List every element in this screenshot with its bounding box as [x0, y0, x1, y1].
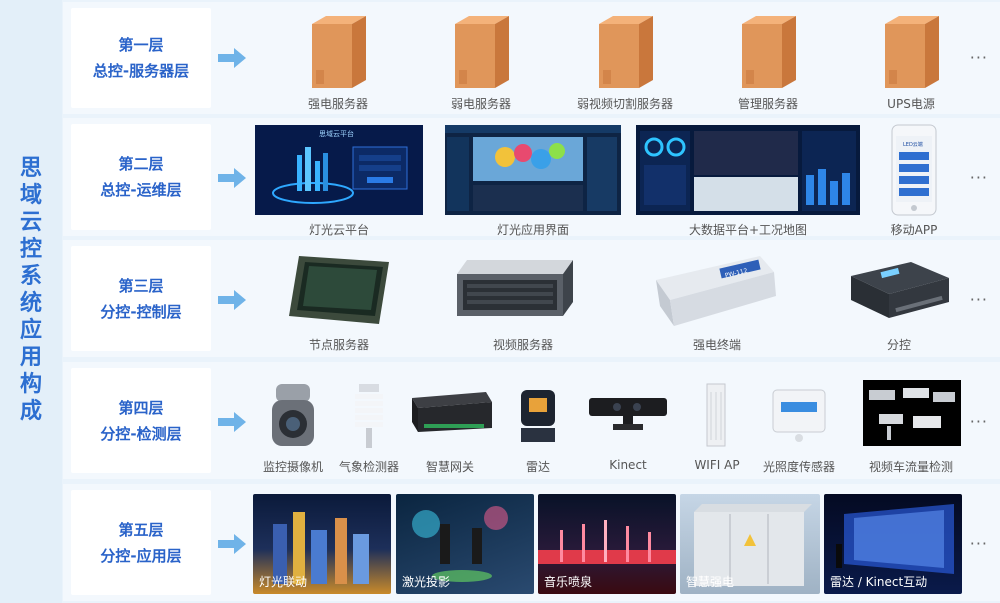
light-app-screenshot — [445, 125, 621, 215]
more-dots: ··· — [970, 290, 988, 309]
cloud-screen-title: 思域云平台 — [319, 129, 354, 138]
title-char: 构 — [14, 371, 48, 398]
server-box-icon — [308, 14, 370, 90]
item-caption: 弱电服务器 — [451, 95, 511, 112]
title-char: 思 — [14, 155, 48, 182]
item-caption: 管理服务器 — [738, 95, 798, 112]
item-caption: 灯光云平台 — [309, 221, 369, 238]
item-caption: 强电服务器 — [308, 95, 368, 112]
item-caption: 强电终端 — [693, 336, 741, 353]
arrow-right-icon — [218, 534, 246, 554]
item-caption: 移动APP — [891, 221, 938, 238]
app-photo-caption: 激光投影 — [402, 573, 450, 590]
weather-detector-device — [349, 384, 389, 448]
layer-number: 第四层 — [118, 395, 163, 421]
layer-row-4: 第四层 分控-检测层 — [63, 362, 1000, 479]
title-char: 云 — [14, 209, 48, 236]
ptz-camera-device — [268, 380, 318, 450]
more-dots: ··· — [970, 534, 988, 553]
layer-number: 第二层 — [118, 151, 163, 177]
layer-number: 第三层 — [118, 273, 163, 299]
app-photo-fountain: 音乐喷泉 — [538, 494, 676, 594]
layer-number: 第五层 — [118, 517, 163, 543]
item-caption: Kinect — [609, 458, 647, 472]
mobile-app-screenshot: LED云端 — [891, 124, 937, 216]
cloud-platform-screenshot: 思域云平台 — [255, 125, 423, 215]
layer-name: 分控-检测层 — [100, 421, 181, 447]
app-screen-title: LED云端 — [903, 141, 923, 148]
item-caption: WIFI AP — [694, 458, 739, 472]
power-terminal-device: PW-112 — [650, 250, 780, 330]
item-caption: 气象检测器 — [339, 458, 399, 475]
title-char: 应 — [14, 317, 48, 344]
server-box-icon — [738, 14, 800, 90]
kinect-device — [587, 396, 669, 432]
server-box-icon — [451, 14, 513, 90]
more-dots: ··· — [970, 412, 988, 431]
layer-name: 分控-控制层 — [100, 299, 181, 325]
app-photo-power: 智慧强电 — [680, 494, 820, 594]
layer-label-box: 第二层 总控-运维层 — [71, 124, 211, 230]
vertical-title: 思 域 云 控 系 统 应 用 构 成 — [14, 155, 48, 425]
item-caption: 灯光应用界面 — [497, 221, 569, 238]
layer-name: 分控-应用层 — [100, 543, 181, 569]
app-photo-caption: 音乐喷泉 — [544, 573, 592, 590]
item-caption: UPS电源 — [887, 95, 935, 112]
more-dots: ··· — [970, 48, 988, 67]
layer-name: 总控-服务器层 — [93, 58, 189, 84]
node-server-device — [285, 252, 393, 328]
layer-row-3: 第三层 分控-控制层 PW-112 节点服务器 视频服务器 强电终端 分控 ··… — [63, 240, 1000, 357]
item-caption: 监控摄像机 — [263, 458, 323, 475]
traffic-camera-image — [863, 380, 961, 446]
item-caption: 雷达 — [526, 458, 550, 475]
more-dots: ··· — [970, 168, 988, 187]
layer-label-box: 第三层 分控-控制层 — [71, 246, 211, 351]
arrow-right-icon — [218, 412, 246, 432]
app-photo-laser: 激光投影 — [396, 494, 534, 594]
radar-device — [515, 386, 561, 446]
side-panel: 思 域 云 控 系 统 应 用 构 成 — [0, 0, 62, 603]
app-photo-lighting: 灯光联动 — [253, 494, 391, 594]
layer-label-box: 第四层 分控-检测层 — [71, 368, 211, 473]
item-caption: 节点服务器 — [309, 336, 369, 353]
app-photo-caption: 灯光联动 — [259, 573, 307, 590]
item-caption: 智慧网关 — [426, 458, 474, 475]
item-caption: 视频车流量检测 — [869, 458, 953, 475]
layer-row-1: 第一层 总控-服务器层 强电服务器 弱电服务器 弱视频切割服务器 管理服务器 U… — [63, 2, 1000, 114]
smart-gateway-device — [408, 390, 494, 434]
item-caption: 大数据平台+工况地图 — [689, 221, 807, 238]
item-caption: 光照度传感器 — [763, 458, 835, 475]
app-photo-interactive: 雷达 / Kinect互动 — [824, 494, 962, 594]
title-char: 统 — [14, 290, 48, 317]
item-caption: 弱视频切割服务器 — [577, 95, 673, 112]
big-data-screenshot — [636, 125, 860, 215]
layer-row-2: 第二层 总控-运维层 思域云平台 — [63, 118, 1000, 236]
layer-row-5: 第五层 分控-应用层 灯光联动 激光投影 音乐喷泉 — [63, 484, 1000, 601]
video-server-device — [453, 258, 579, 320]
arrow-right-icon — [218, 290, 246, 310]
layer-name: 总控-运维层 — [100, 177, 181, 203]
title-char: 用 — [14, 344, 48, 371]
server-box-icon — [595, 14, 657, 90]
layer-label-box: 第五层 分控-应用层 — [71, 490, 211, 595]
app-photo-caption: 智慧强电 — [686, 573, 734, 590]
arrow-right-icon — [218, 48, 246, 68]
sub-controller-device — [841, 258, 955, 322]
item-caption: 视频服务器 — [493, 336, 553, 353]
title-char: 成 — [14, 398, 48, 425]
server-box-icon — [881, 14, 943, 90]
layer-label-box: 第一层 总控-服务器层 — [71, 8, 211, 108]
item-caption: 分控 — [887, 336, 911, 353]
wifi-ap-device — [701, 382, 731, 448]
arrow-right-icon — [218, 168, 246, 188]
title-char: 域 — [14, 182, 48, 209]
title-char: 控 — [14, 236, 48, 263]
app-photo-caption: 雷达 / Kinect互动 — [830, 573, 927, 590]
title-char: 系 — [14, 263, 48, 290]
layer-number: 第一层 — [118, 32, 163, 58]
light-sensor-device — [767, 384, 831, 444]
